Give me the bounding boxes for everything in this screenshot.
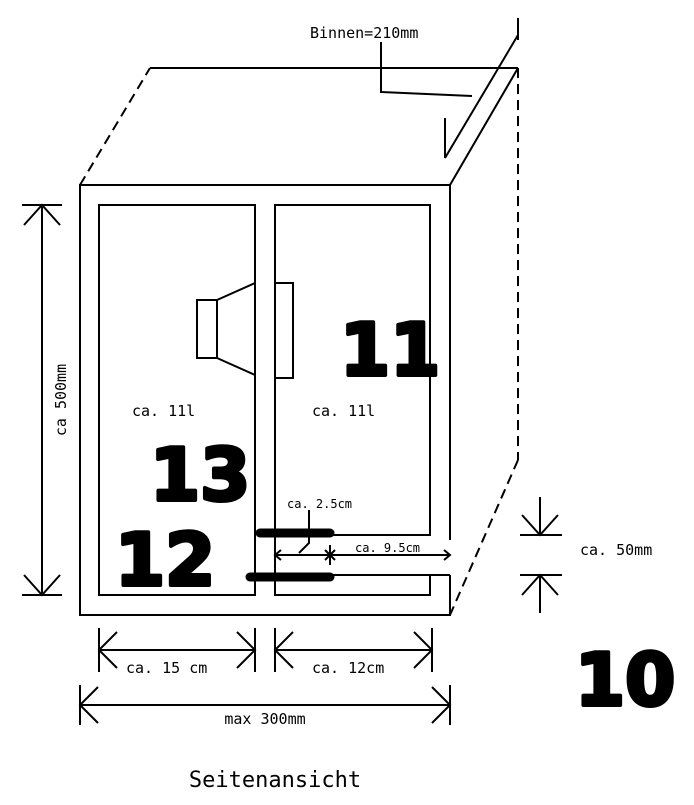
- perspective-lines: [79, 18, 519, 616]
- left-volume-label: ca. 11l: [132, 402, 195, 420]
- handwritten-number: 12: [115, 518, 215, 602]
- port-length-label: ca. 9.5cm: [355, 541, 420, 555]
- inner-depth-label: Binnen=210mm: [310, 24, 418, 42]
- handwritten-number: 10: [575, 638, 675, 722]
- handwritten-number: 11: [340, 308, 440, 392]
- height-dimension: [22, 203, 62, 597]
- port-dimensions: [273, 497, 562, 613]
- enclosure-box: [79, 184, 451, 616]
- width-dimensions: [78, 628, 452, 725]
- handwritten-number: 13: [150, 433, 250, 517]
- speaker-driver: [196, 282, 294, 379]
- port-marker-strokes: [245, 528, 335, 582]
- port-height-label: ca. 50mm: [580, 541, 652, 559]
- port-width-label: ca. 2.5cm: [287, 497, 352, 511]
- caption: Seitenansicht: [189, 768, 361, 793]
- right-volume-label: ca. 11l: [312, 402, 375, 420]
- right-width-label: ca. 12cm: [312, 659, 384, 677]
- height-label: ca 500mm: [52, 364, 70, 436]
- left-width-label: ca. 15 cm: [126, 659, 207, 677]
- total-width-label: max 300mm: [224, 710, 305, 728]
